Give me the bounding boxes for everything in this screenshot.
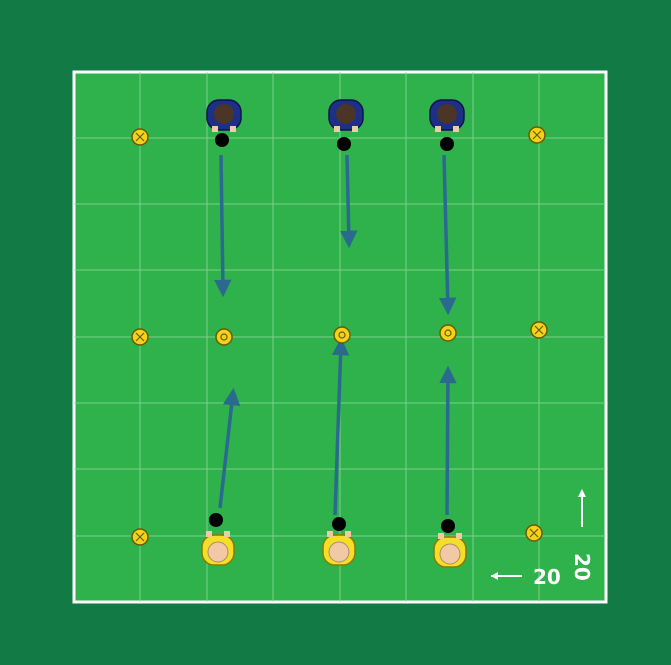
width-label: 20 [533,565,561,589]
arrow-icon [221,155,223,292]
length-label: 20 [570,553,594,581]
cone-icon [440,325,456,341]
ball-icon [209,513,223,527]
ball-icon [332,517,346,531]
arrow-icon [447,371,448,515]
cone-icon [132,329,148,345]
cone-icon [529,127,545,143]
cone-icon [132,529,148,545]
ball-icon [440,137,454,151]
cone-icon [531,322,547,338]
ball-icon [441,519,455,533]
ball-icon [337,137,351,151]
cone-icon [132,129,148,145]
ball-icon [215,133,229,147]
arrow-icon [347,155,349,243]
cone-icon [526,525,542,541]
cone-icon [334,327,350,343]
cone-icon [216,329,232,345]
